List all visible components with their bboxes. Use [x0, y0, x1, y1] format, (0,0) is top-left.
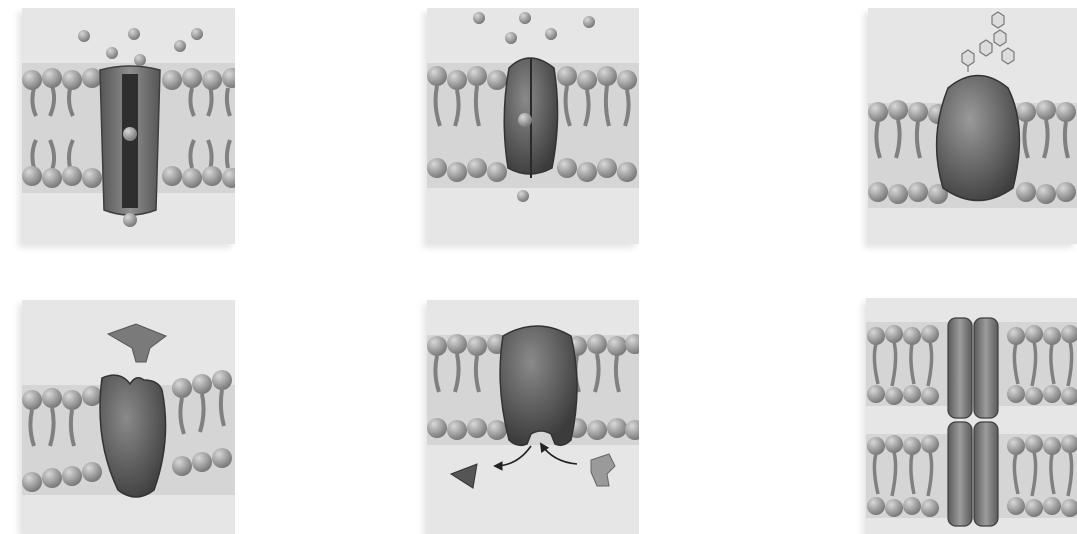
panel-receptor-protein: [22, 300, 235, 534]
substrate-molecule: [591, 454, 615, 486]
substrate-arrow: [541, 444, 577, 464]
glycoprotein: [937, 76, 1020, 201]
carbohydrate-chain: [962, 12, 1014, 72]
enzyme-protein: [500, 326, 577, 445]
panel-enzyme-protein: [427, 300, 639, 534]
junction-protein-lower-right: [974, 422, 998, 526]
product-molecule: [451, 464, 477, 488]
junction-protein-lower-left: [948, 422, 972, 526]
receptor-protein-illustration: [22, 300, 235, 534]
junction-protein-upper-left: [948, 318, 972, 418]
panel-channel-protein: [22, 8, 235, 244]
product-arrow: [495, 446, 531, 466]
enzyme-protein-illustration: [427, 300, 639, 534]
cell-junction-illustration: [866, 298, 1077, 534]
junction-protein-upper-right: [974, 318, 998, 418]
panel-carrier-protein: [427, 8, 639, 244]
signal-molecule: [108, 324, 166, 362]
panel-cell-junction: [866, 298, 1077, 534]
channel-protein-illustration: [22, 8, 235, 244]
panel-glycoprotein: [868, 8, 1077, 244]
carrier-protein-illustration: [427, 8, 639, 244]
glycoprotein-illustration: [868, 8, 1077, 244]
